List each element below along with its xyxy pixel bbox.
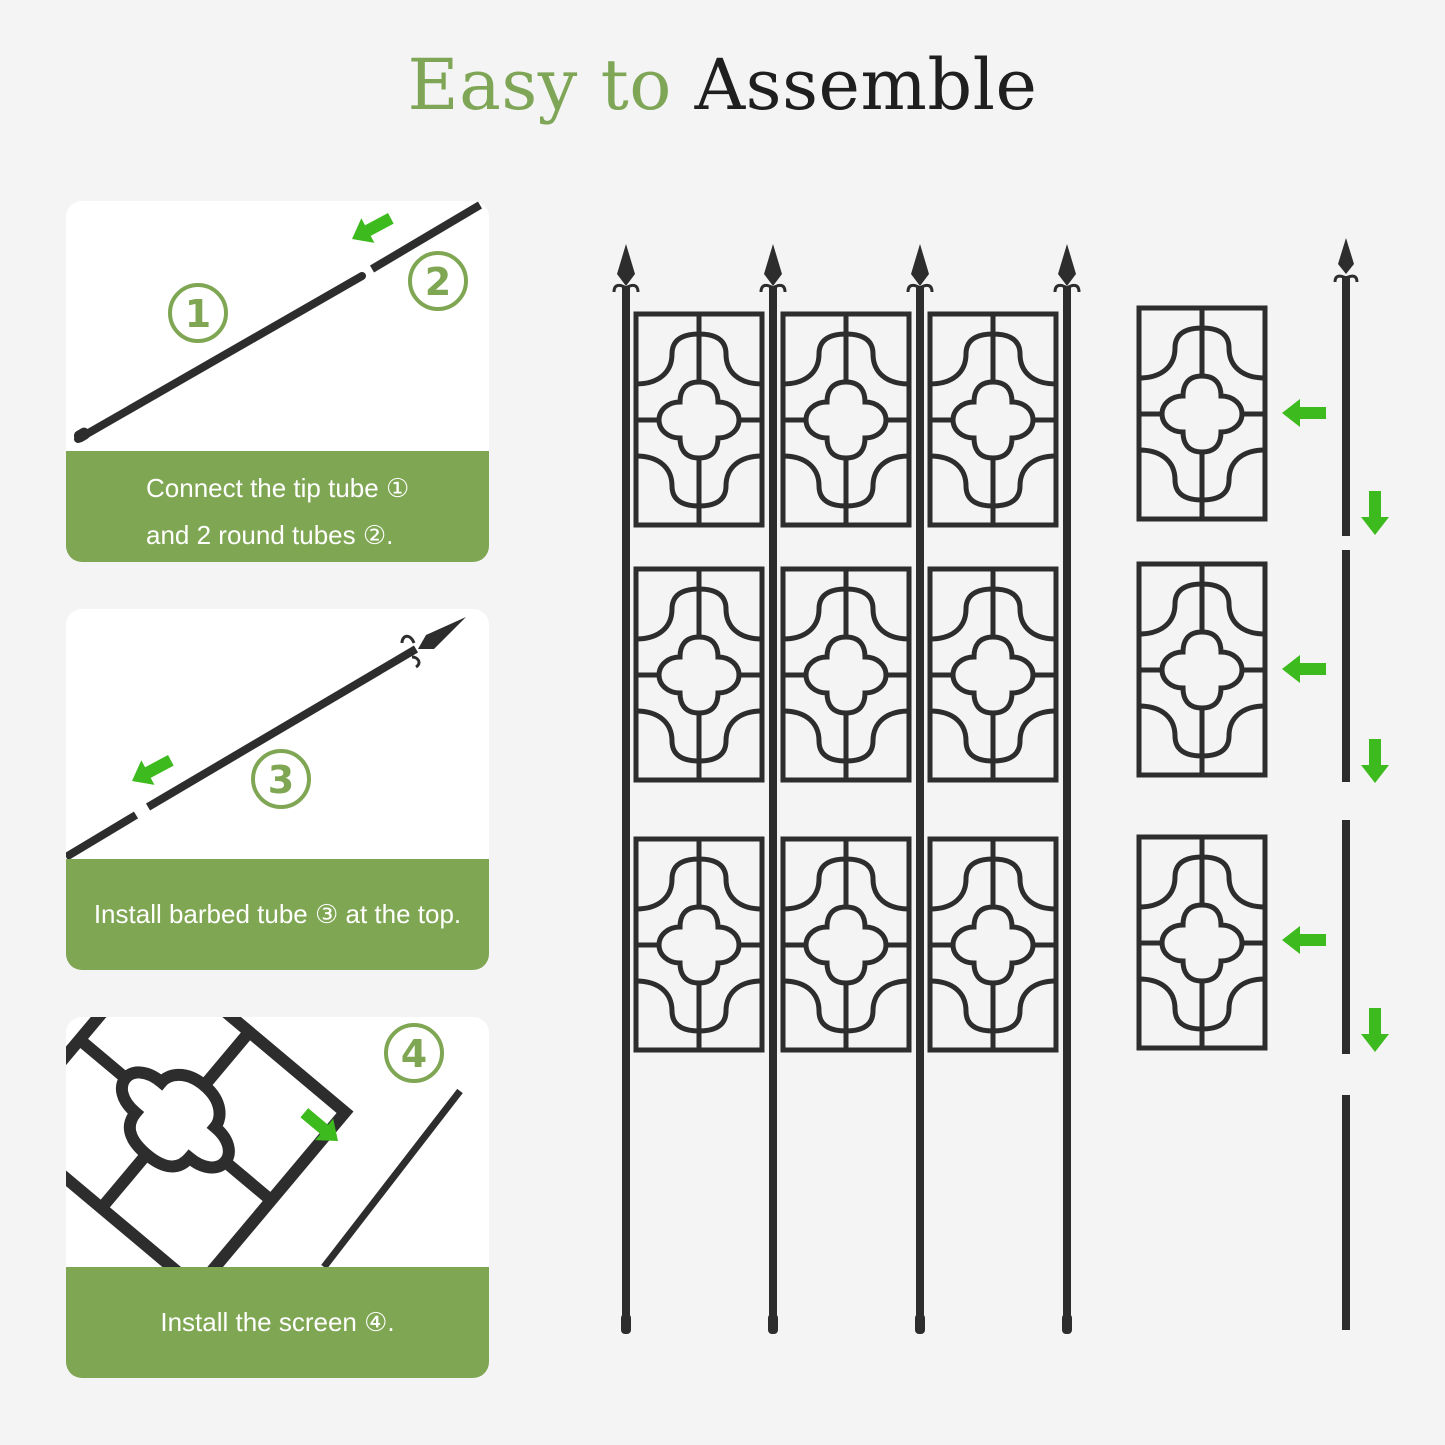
stake-4 [1053,242,1081,1336]
step-3-badge-4-text: 4 [401,1032,427,1076]
step-2-caption: Install barbed tube ③ at the top. [66,859,489,970]
down-arrow-1 [1361,491,1389,535]
step-1-badge-2: 2 [408,251,468,311]
title-part-easy-to: Easy to [407,44,672,126]
step-2-badge-3-text: 3 [268,758,294,802]
step-3-card: 4 Install the screen ④. [66,1017,489,1378]
step-1-badge-1-text: 1 [185,292,211,336]
step-3-caption-line-1: Install the screen ④. [160,1307,395,1337]
step-2-illustration: 3 [66,617,466,859]
page-title: Easy to Assemble [0,40,1445,130]
left-arrow-3 [1282,926,1326,954]
step-2-badge-3: 3 [251,749,311,809]
left-arrow-2 [1282,655,1326,683]
step-1-badge-1: 1 [168,283,228,343]
down-arrow-2 [1361,739,1389,783]
step-3-badge-4: 4 [384,1023,444,1083]
exploded-parts [1139,238,1389,1330]
step-1-caption: Connect the tip tube ① and 2 round tubes… [66,451,489,562]
step-1-caption-line-2: and 2 round tubes ②. [146,520,394,550]
assembly-diagram [612,238,1389,1336]
left-arrow-1 [1282,399,1326,427]
step-1-badge-2-text: 2 [425,260,451,304]
down-arrow-3 [1361,1008,1389,1052]
step-3-caption: Install the screen ④. [66,1267,489,1378]
step-2-card: 3 Install barbed tube ③ at the top. [66,609,489,970]
step-1-caption-line-1: Connect the tip tube ① [146,473,410,503]
step-2-caption-line-1: Install barbed tube ③ at the top. [93,899,462,929]
step-1-illustration: 1 2 [73,201,483,443]
assembled-trellis [612,242,1081,1336]
title-part-assemble: Assemble [694,44,1038,126]
step-1-card: 1 2 Connect the tip tube ① and 2 round t… [66,201,489,562]
step-3-illustration: 4 [66,1017,463,1267]
